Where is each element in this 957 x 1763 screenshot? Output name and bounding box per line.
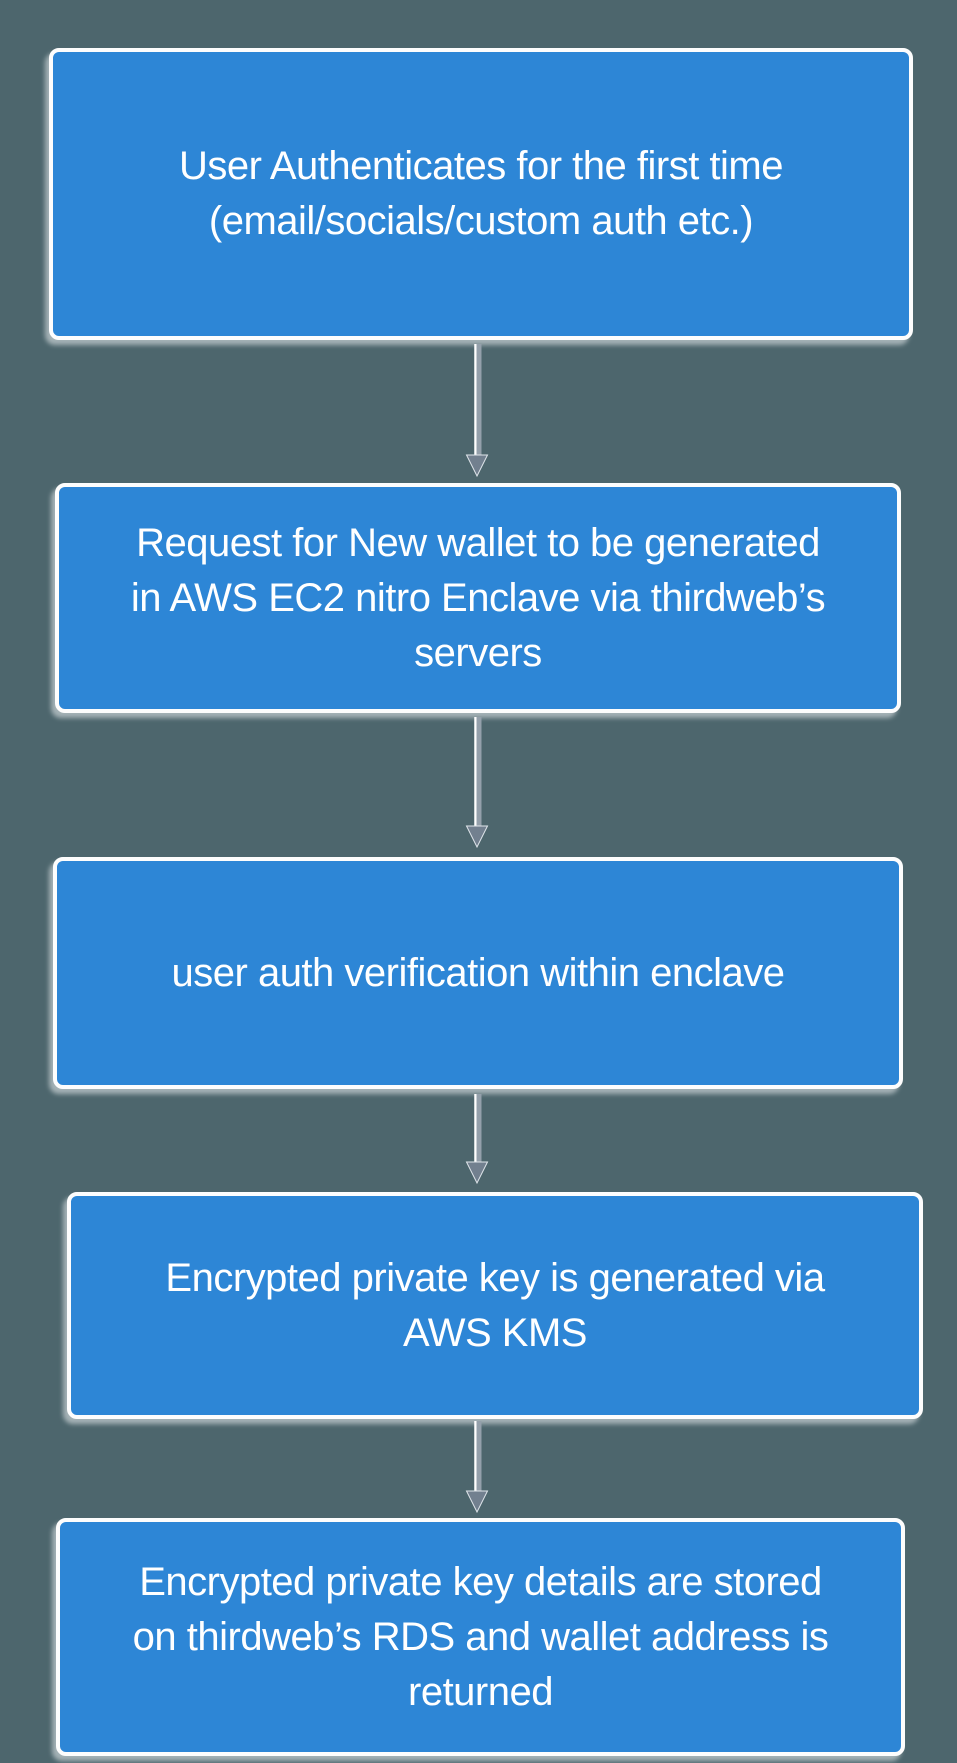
- flow-node-label: Request for New wallet to be generated i…: [130, 520, 826, 675]
- arrow-down-icon: [465, 717, 489, 848]
- flow-node-label: user auth verification within enclave: [171, 950, 785, 995]
- flow-node-user-authenticates: User Authenticates for the first time (e…: [49, 48, 913, 340]
- flow-node-key-details-stored: Encrypted private key details are stored…: [56, 1518, 905, 1756]
- flow-node-label: Encrypted private key details are stored…: [132, 1559, 829, 1714]
- arrow-down-icon: [465, 344, 489, 477]
- flow-node-encrypted-key-generated: Encrypted private key is generated via A…: [67, 1192, 923, 1419]
- flow-node-user-auth-verification: user auth verification within enclave: [53, 857, 903, 1089]
- arrow-down-icon: [465, 1421, 489, 1513]
- flow-node-label: Encrypted private key is generated via A…: [165, 1255, 825, 1355]
- flow-arrow-4: [462, 1421, 492, 1513]
- flow-node-request-new-wallet: Request for New wallet to be generated i…: [55, 483, 901, 713]
- flow-arrow-1: [462, 344, 492, 477]
- arrow-down-icon: [465, 1094, 489, 1184]
- flow-arrow-2: [462, 717, 492, 848]
- flow-arrow-3: [462, 1094, 492, 1184]
- flow-node-label: User Authenticates for the first time (e…: [179, 144, 783, 243]
